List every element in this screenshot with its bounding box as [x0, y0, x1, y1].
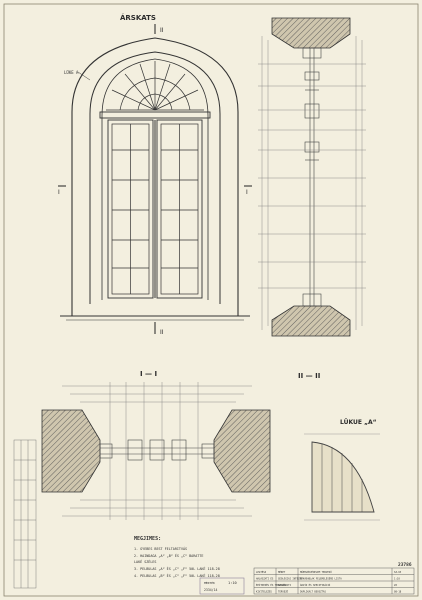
- notes-block: MEGJIMES: 1. GYEBES BEST FELTARITVÁS 2. …: [134, 536, 220, 578]
- section-horizontal-title: I — I: [140, 370, 157, 378]
- main-title: ÁRSKATS: [120, 13, 156, 22]
- tb-r2c3: 20: [394, 584, 397, 587]
- sheet-border: [3, 3, 419, 597]
- note-1: 1. GYEBES BEST FELTARITVÁS: [134, 546, 187, 551]
- tb-r2c1: HALÁSZATI: [278, 584, 292, 587]
- horizontal-section: [41, 382, 271, 520]
- tb-r0c0: LEGTÉSZ: [256, 571, 267, 574]
- callout-a: LÜKE A: [64, 70, 79, 75]
- notes-heading: MEGJIMES:: [134, 536, 161, 542]
- note-3: LAKÉ SZÉLES: [134, 559, 156, 564]
- vertical-section: [258, 17, 366, 337]
- tb-r3c2: DUPLIKÁLT BEOSZTÁS: [300, 591, 326, 594]
- tb-r1c2: ÁRKÁDABLAK FELEMELÉSÉRE LISTA: [300, 578, 342, 581]
- detail-a: [304, 433, 380, 521]
- cut-label-bottom: II: [160, 329, 164, 336]
- note-5: 4. PELBULAS „B“ ÉS „C“ „F“ 50L LAKÉ 118-…: [134, 573, 220, 578]
- window-elevation: [58, 24, 252, 334]
- revision-table: [13, 439, 37, 589]
- tb-r3c1: TERVEZŐ: [278, 591, 289, 594]
- cut-label-left: I: [58, 189, 60, 196]
- tb-r1c0: HALÁSZATI ÉS: [256, 578, 274, 581]
- stamp: MÉRTÉK 1:10 2334/14: [199, 577, 245, 595]
- stamp-line-1: MÉRTÉK: [204, 580, 215, 585]
- sheet-number: 23786: [398, 562, 412, 568]
- cut-label-top: II: [160, 27, 164, 34]
- tb-r3c3: 08-18: [394, 591, 402, 594]
- note-2: 2. HAINDAGA „A“ „B“ ÉS „C“ BARATTE: [134, 553, 203, 558]
- tb-r0c2: MŰEMLÉKVÉDELEM TERVEZŐ: [300, 571, 332, 574]
- tb-r1c3: 1:10: [394, 578, 400, 581]
- stamp-line-2: 1:10: [228, 581, 237, 585]
- title-block: 23786 LEGTÉSZ MÉRET MŰEMLÉKVÉDELEM TERVE…: [253, 562, 415, 595]
- section-vertical-title: II — II: [298, 372, 320, 380]
- cut-label-right: I: [246, 189, 248, 196]
- stamp-line-3: 2334/14: [204, 588, 218, 592]
- tb-r3c0: KIVITELEZÉS: [256, 591, 272, 594]
- tb-r1c1: GEOLÓGIAI INTÉZET: [278, 578, 303, 581]
- tb-r0c1: MÉRET: [278, 571, 286, 574]
- note-4: 3. PELBULAS „A“ ÉS „C“ „F“ 50L LAKÉ 118-…: [134, 566, 220, 571]
- tb-r0c3: SZ-63: [394, 571, 402, 574]
- tb-r2c2: ÁRVÍZ ÉS SPECIFIKÁCIÓ: [300, 584, 331, 587]
- tb-r2c0: ÉPÍTKEZÉS ÉS TERVEZÉS: [256, 584, 287, 587]
- detail-title: LÜKUE „A“: [340, 419, 377, 426]
